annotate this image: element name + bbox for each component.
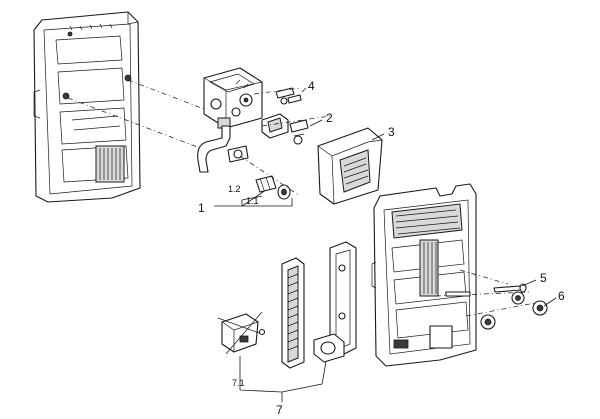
axis-line-fittings (239, 155, 301, 197)
clip-assembly-7-1 (217, 311, 266, 355)
screws-part-5 (445, 283, 527, 297)
callout-1-1: 1.1 (246, 196, 259, 206)
inlet-pipe (197, 125, 249, 173)
valve-housing (203, 67, 263, 129)
callout-5: 5 (540, 271, 547, 285)
fitting-1-1 (277, 184, 291, 200)
mounting-frame-top (33, 11, 141, 203)
axis-line-frame-2 (127, 79, 213, 113)
axis-line-cap-6 (465, 301, 541, 317)
axis-line-screws (253, 87, 301, 95)
callout-1: 1 (198, 201, 205, 215)
callout-2: 2 (326, 111, 333, 125)
callout-7-1: 7.1 (232, 378, 245, 388)
callout-1-2: 1.2 (228, 184, 241, 194)
callout-7: 7 (276, 403, 283, 417)
callout-3: 3 (388, 125, 395, 139)
connector-part-2 (261, 113, 309, 145)
mounting-frame-bottom (371, 183, 477, 367)
bracket-rail-right (313, 241, 357, 363)
leader-lines (214, 87, 557, 402)
caps-part-6 (480, 291, 548, 330)
axis-line-frame-right (459, 269, 509, 285)
screws-part-4 (275, 87, 302, 105)
cover-plate-part-3 (317, 127, 383, 205)
fitting-1-2 (255, 175, 277, 193)
callout-6: 6 (558, 289, 565, 303)
callout-4: 4 (308, 79, 315, 93)
bracket-rail-left (281, 257, 305, 369)
